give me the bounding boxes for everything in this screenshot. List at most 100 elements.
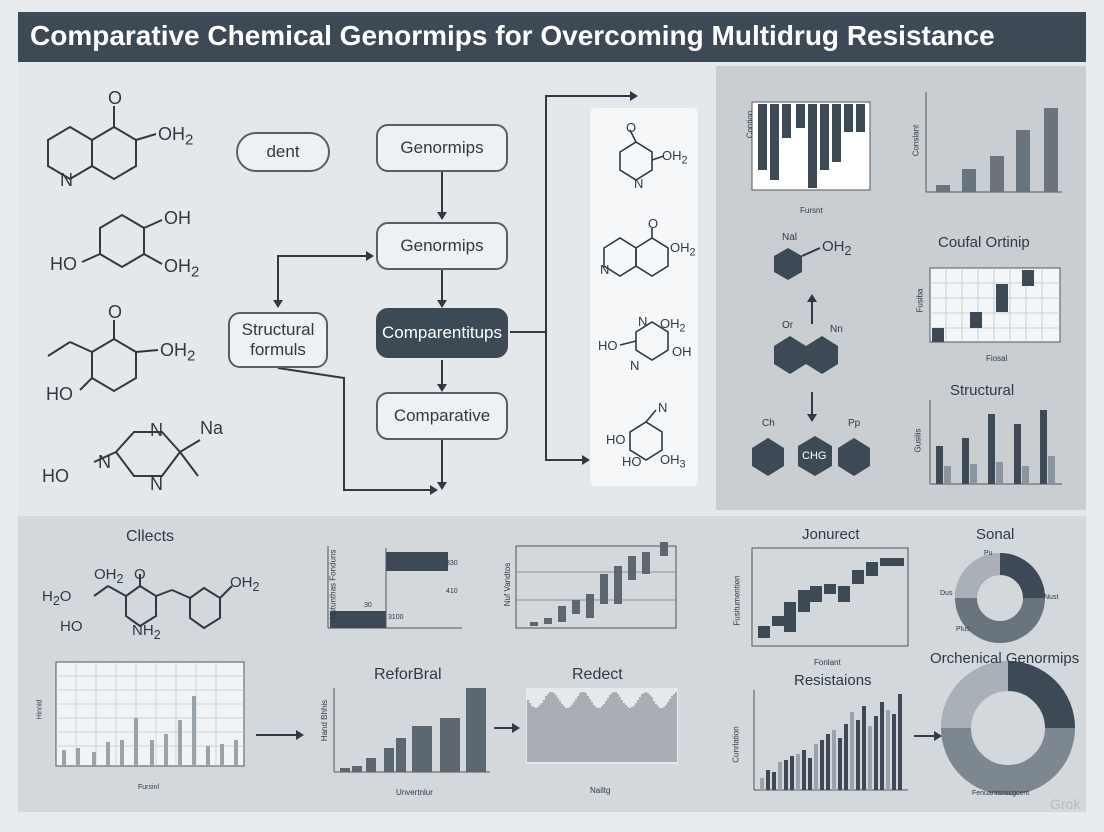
mol3-oh: OH2 <box>160 340 196 365</box>
chart-steps-ann2: 3100 <box>388 614 404 621</box>
resist-bar <box>874 716 878 790</box>
resist-bar <box>784 760 788 790</box>
resist-bar <box>814 744 818 790</box>
chart-steps-ann4: 410 <box>446 588 458 595</box>
hexagon-cluster <box>752 247 870 476</box>
chart-4 <box>929 400 1062 485</box>
hex-chg: CHG <box>802 450 827 462</box>
mol3-ho: HO <box>46 384 73 404</box>
resist-bar <box>790 756 794 790</box>
mol2-oh2: OH2 <box>164 256 200 281</box>
resist-bar <box>862 706 866 790</box>
chart-steps-ann3: 330 <box>446 560 458 567</box>
cllects-title: Cllects <box>126 528 175 545</box>
resist-bar <box>856 720 860 790</box>
chart-steps-ylabel: Hutunthas Fonduns <box>328 549 338 620</box>
resist-bar <box>760 778 764 790</box>
chart3-ylabel: Fusiba <box>915 288 925 313</box>
chart-reforbral-xlabel: Unvertnlur <box>396 788 433 797</box>
mol4-na: Na <box>200 418 224 438</box>
panel-mol3-n: N <box>638 314 648 329</box>
panel-mol4-n: N <box>658 400 668 415</box>
panel-mol2-n: N <box>600 262 610 277</box>
chart-small <box>55 661 245 767</box>
resistaions-title: Resistaions <box>794 672 872 689</box>
cllects-nh2: NH2 <box>132 622 161 642</box>
panel-mol2-oh: OH2 <box>670 240 696 259</box>
resist-bar <box>844 724 848 790</box>
resist-bar <box>880 702 884 790</box>
chart-line <box>515 542 677 629</box>
sonal-pu: Pu <box>984 550 993 557</box>
hex-ch: Ch <box>762 418 775 429</box>
sonal-dus: Dus <box>940 590 953 597</box>
mol1-oh: OH2 <box>158 124 194 149</box>
resist-bar <box>892 714 896 790</box>
chart-jonurect <box>751 547 909 647</box>
hex-or: Or <box>782 320 794 331</box>
chart-steps-ann1: 30 <box>364 602 372 609</box>
chart-steps <box>327 546 462 629</box>
panel-mol3-ho: HO <box>598 338 618 353</box>
chart-resistaions <box>753 690 908 791</box>
resist-bar <box>850 712 854 790</box>
panel-mol2-o: O <box>648 216 659 231</box>
watermark: Grok <box>1050 796 1081 812</box>
chart-1 <box>751 101 871 191</box>
panel-mol4-ho1: HO <box>606 432 626 447</box>
resist-bar <box>868 726 872 790</box>
mol2-ho: HO <box>50 254 77 274</box>
mol4-n1: N <box>150 420 163 440</box>
redect-title: Redect <box>572 666 623 683</box>
jonurect-title: Jonurect <box>802 526 860 543</box>
molecule-3 <box>47 320 159 393</box>
mol1-o: O <box>108 88 123 108</box>
resist-bar <box>826 734 830 790</box>
hex-nal: Nal <box>782 232 798 243</box>
comparative-box: Comparative <box>376 392 508 440</box>
panel-mol1-n: N <box>634 176 644 191</box>
resist-bar <box>766 770 770 790</box>
chart-jonurect-xlabel: Fonlant <box>814 658 841 667</box>
resist-bar <box>808 758 812 790</box>
resist-bar <box>838 738 842 790</box>
resist-bar <box>820 740 824 790</box>
cllects-h2o: H2O <box>42 588 72 608</box>
panel-mol3-n2: N <box>630 358 640 373</box>
chart-redect <box>526 688 678 764</box>
molecule-2 <box>81 213 163 269</box>
panel-mol1-oh: OH2 <box>662 148 688 167</box>
hex-nn: Nn <box>830 324 843 335</box>
chart-jonurect-ylabel: Fusitumentien <box>732 575 742 626</box>
dent-box: dent <box>236 132 330 172</box>
chart-reforbral-ylabel: Hand Bhhis <box>320 699 330 742</box>
sonal-plus: Plus <box>956 626 970 633</box>
chart-3 <box>929 267 1061 343</box>
resist-bar <box>796 754 800 790</box>
chart-2 <box>925 92 1062 193</box>
panel-mol4-oh: OH3 <box>660 452 686 471</box>
panel-mol1-o: O <box>626 120 637 135</box>
cllects-ho: HO <box>60 618 83 635</box>
chart1-xlabel: Fursnt <box>800 206 823 215</box>
chart1-ylabel: Contion <box>745 110 755 139</box>
cllects-o2: O <box>134 566 146 583</box>
comparentitups-box: Comparentitups <box>376 308 508 358</box>
title-bar: Comparative Chemical Genormips for Overc… <box>18 12 1086 62</box>
genormips-box-2: Genormips <box>376 222 508 270</box>
genormips-box-1: Genormips <box>376 124 508 172</box>
panel-mol3-oh2: OH <box>672 344 692 359</box>
resist-bar <box>898 694 902 790</box>
chart4-ylabel: Gusilis <box>913 428 923 453</box>
coufal-title: Coufal Ortinip <box>938 234 1030 251</box>
mol3-o: O <box>108 302 123 322</box>
chart2-ylabel: Conslant <box>911 124 921 157</box>
cllects-oh2b: OH2 <box>230 574 260 594</box>
chart-small-xlabel: Fursinl <box>138 784 160 791</box>
chart-small-ylabel: Hinnid <box>36 699 44 720</box>
mol4-n2: N <box>98 452 111 472</box>
chart-line-ylabel: Nuf Vandtos <box>503 562 513 607</box>
resist-bar <box>772 772 776 790</box>
chart-resist-ylabel: Cunrlation <box>731 726 741 763</box>
